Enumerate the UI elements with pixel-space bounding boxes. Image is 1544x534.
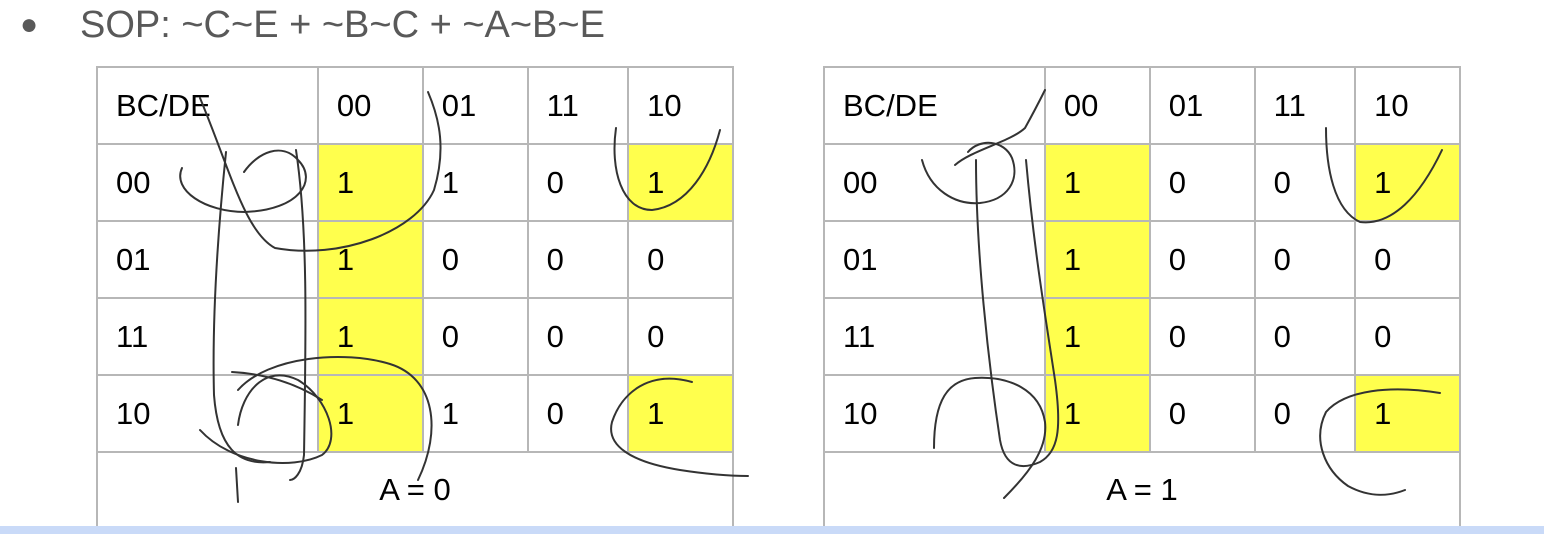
kmap-cell: 1: [421, 374, 529, 453]
kmap-cell: 1: [1354, 143, 1461, 222]
kmap-row-header: 11: [96, 297, 319, 376]
kmap-cell: 0: [526, 374, 630, 453]
kmap-a0: BC/DE 00 01 11 10 00 1 1 0 1 01 1 0 0 0 …: [96, 66, 734, 529]
kmap-cell: 1: [421, 143, 529, 222]
kmap-cell: 0: [1253, 143, 1357, 222]
kmap-row: 10 1 1 0 1: [96, 374, 734, 453]
kmap-row: 00 1 0 0 1: [823, 143, 1461, 222]
kmap-corner-label: BC/DE: [823, 66, 1046, 145]
kmap-cell: 0: [627, 220, 734, 299]
kmap-cell: 0: [1253, 297, 1357, 376]
kmap-cell: 0: [421, 297, 529, 376]
kmap-cell: 1: [1043, 220, 1151, 299]
kmap-row: 00 1 1 0 1: [96, 143, 734, 222]
kmap-caption: A = 0: [96, 451, 734, 529]
kmap-col-header: 00: [1043, 66, 1151, 145]
kmap-row-header: 10: [96, 374, 319, 453]
kmap-cell: 0: [1253, 374, 1357, 453]
kmap-a1: BC/DE 00 01 11 10 00 1 0 0 1 01 1 0 0 0 …: [823, 66, 1461, 529]
kmap-cell: 0: [627, 297, 734, 376]
sop-heading: ● SOP: ~C~E + ~B~C + ~A~B~E: [14, 0, 605, 50]
kmap-cell: 1: [316, 143, 424, 222]
kmap-cell: 0: [526, 297, 630, 376]
kmap-col-header: 10: [627, 66, 734, 145]
kmap-cell: 0: [1354, 297, 1461, 376]
kmap-cell: 0: [1148, 143, 1256, 222]
kmap-cell: 1: [627, 374, 734, 453]
kmap-row-header: 01: [823, 220, 1046, 299]
bottom-bar: [0, 526, 1544, 534]
kmap-cell: 1: [1043, 297, 1151, 376]
kmap-row-header: 01: [96, 220, 319, 299]
kmap-col-header: 11: [526, 66, 630, 145]
kmap-row: 10 1 0 0 1: [823, 374, 1461, 453]
kmap-cell: 1: [316, 374, 424, 453]
kmap-col-header: 00: [316, 66, 424, 145]
kmap-row: 01 1 0 0 0: [96, 220, 734, 299]
kmap-col-header: 01: [1148, 66, 1256, 145]
kmap-row-header: 00: [96, 143, 319, 222]
kmap-col-header: 11: [1253, 66, 1357, 145]
kmap-row-header: 11: [823, 297, 1046, 376]
kmap-cell: 0: [1148, 374, 1256, 453]
kmap-cell: 0: [526, 220, 630, 299]
bullet-icon: ●: [20, 8, 39, 41]
kmap-cell: 0: [1354, 220, 1461, 299]
kmap-header-row: BC/DE 00 01 11 10: [823, 66, 1461, 145]
kmap-row: 01 1 0 0 0: [823, 220, 1461, 299]
kmap-row-header: 10: [823, 374, 1046, 453]
kmap-cell: 0: [1253, 220, 1357, 299]
kmap-cell: 1: [627, 143, 734, 222]
kmap-cell: 0: [526, 143, 630, 222]
kmap-caption-row: A = 1: [823, 451, 1461, 529]
kmap-row: 11 1 0 0 0: [96, 297, 734, 376]
kmap-corner-label: BC/DE: [96, 66, 319, 145]
kmap-row: 11 1 0 0 0: [823, 297, 1461, 376]
kmap-col-header: 10: [1354, 66, 1461, 145]
kmap-cell: 1: [1354, 374, 1461, 453]
kmap-cell: 1: [1043, 143, 1151, 222]
kmap-header-row: BC/DE 00 01 11 10: [96, 66, 734, 145]
kmap-caption-row: A = 0: [96, 451, 734, 529]
kmap-col-header: 01: [421, 66, 529, 145]
kmap-cell: 1: [316, 297, 424, 376]
kmap-row-header: 00: [823, 143, 1046, 222]
kmap-cell: 0: [1148, 297, 1256, 376]
kmap-cell: 0: [421, 220, 529, 299]
sop-expression: SOP: ~C~E + ~B~C + ~A~B~E: [80, 3, 605, 46]
kmap-cell: 1: [316, 220, 424, 299]
kmap-caption: A = 1: [823, 451, 1461, 529]
kmap-cell: 0: [1148, 220, 1256, 299]
kmap-cell: 1: [1043, 374, 1151, 453]
